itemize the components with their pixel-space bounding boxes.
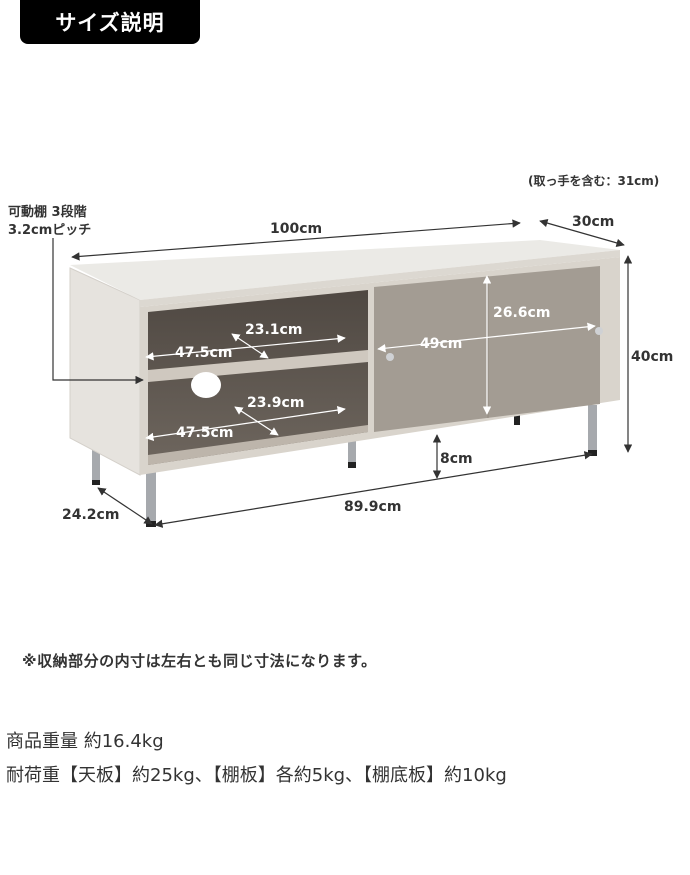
depth-label: 30cm xyxy=(572,214,614,230)
door-knob xyxy=(386,353,394,361)
side-panel xyxy=(69,267,141,476)
lower-shelf-depth-label: 23.9cm xyxy=(247,395,304,411)
upper-shelf-depth-label: 23.1cm xyxy=(245,322,302,338)
furniture-size-diagram: 可動棚 3段階 3.2cmピッチ (取っ手を含む：31cm) 100cm 30c… xyxy=(8,173,673,528)
load-capacity: 耐荷重【天板】約25kg、【棚板】各約5kg、【棚底板】約10kg xyxy=(6,765,507,786)
upper-shelf-width-label: 47.5cm xyxy=(175,345,232,361)
cable-hole xyxy=(191,372,221,398)
shelf-note-line2: 3.2cmピッチ xyxy=(8,223,91,238)
product-weight: 商品重量 約16.4kg xyxy=(6,731,164,752)
door-knob xyxy=(595,327,603,335)
lower-shelf-width-label: 47.5cm xyxy=(176,425,233,441)
section-title: サイズ説明 xyxy=(20,0,200,44)
inner-size-note: ※収納部分の内寸は左右とも同じ寸法になります。 xyxy=(22,652,377,670)
height-label: 40cm xyxy=(631,349,673,365)
door-width-label: 49cm xyxy=(420,336,462,352)
inner-dimension-arrows xyxy=(145,275,596,442)
handle-note: (取っ手を含む：31cm) xyxy=(528,173,659,188)
width-label: 100cm xyxy=(270,221,322,237)
leg-height-label: 8cm xyxy=(440,451,473,467)
leg-span-width-label: 89.9cm xyxy=(344,499,401,515)
shelf-note-line1: 可動棚 3段階 xyxy=(8,204,87,220)
door-height-label: 26.6cm xyxy=(493,305,550,321)
leg-span-depth-label: 24.2cm xyxy=(62,507,119,523)
